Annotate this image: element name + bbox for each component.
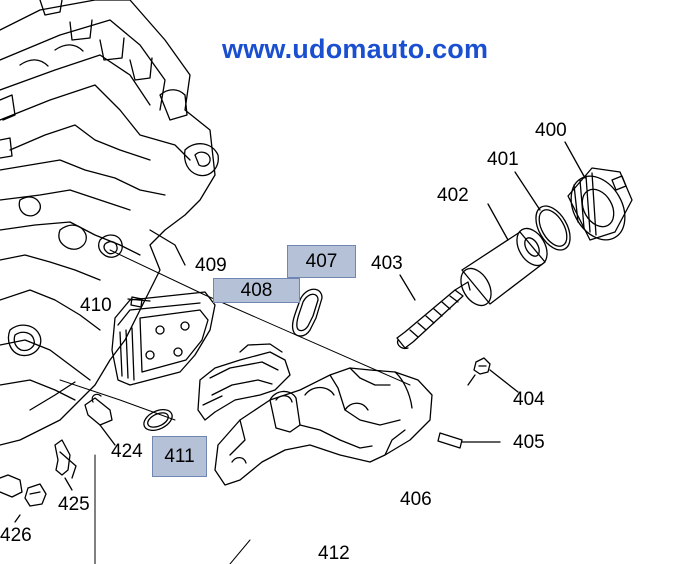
callout-408-highlight[interactable]: 408	[213, 278, 300, 303]
callout-400[interactable]: 400	[535, 120, 567, 141]
callout-408: 408	[240, 279, 273, 301]
callout-405[interactable]: 405	[513, 432, 545, 453]
plugs-426	[0, 474, 47, 523]
callout-411: 411	[164, 445, 195, 467]
callout-406[interactable]: 406	[400, 489, 432, 510]
callout-425[interactable]: 425	[58, 494, 90, 515]
gasket-408	[197, 343, 291, 421]
callout-424[interactable]: 424	[111, 441, 143, 462]
callout-407: 407	[305, 250, 338, 272]
clip-425	[54, 439, 77, 491]
callout-410[interactable]: 410	[80, 295, 112, 316]
drain-plug-404	[467, 357, 519, 393]
website-watermark: www.udomauto.com	[222, 34, 489, 64]
callout-412[interactable]: 412	[318, 543, 350, 564]
callout-411-highlight[interactable]: 411	[152, 436, 207, 477]
o-ring-401	[514, 171, 571, 251]
callout-402[interactable]: 402	[437, 185, 469, 206]
callout-403[interactable]: 403	[371, 253, 403, 274]
oil-filter-housing-406	[214, 367, 433, 486]
o-ring-411	[143, 409, 173, 431]
guide-lines	[59, 249, 411, 564]
filter-element-402	[460, 203, 548, 307]
seal-407	[291, 288, 323, 337]
callout-401[interactable]: 401	[487, 149, 519, 170]
filter-cap-400	[564, 141, 633, 241]
oil-cooler-409	[111, 291, 216, 386]
callout-426[interactable]: 426	[0, 525, 32, 546]
callout-407-highlight[interactable]: 407	[287, 245, 356, 278]
callout-409[interactable]: 409	[195, 255, 227, 276]
bolt-405	[437, 432, 501, 449]
engine-block	[0, 0, 219, 446]
valve-403	[396, 274, 471, 350]
sensor-424	[84, 393, 116, 446]
callout-404[interactable]: 404	[513, 389, 545, 410]
